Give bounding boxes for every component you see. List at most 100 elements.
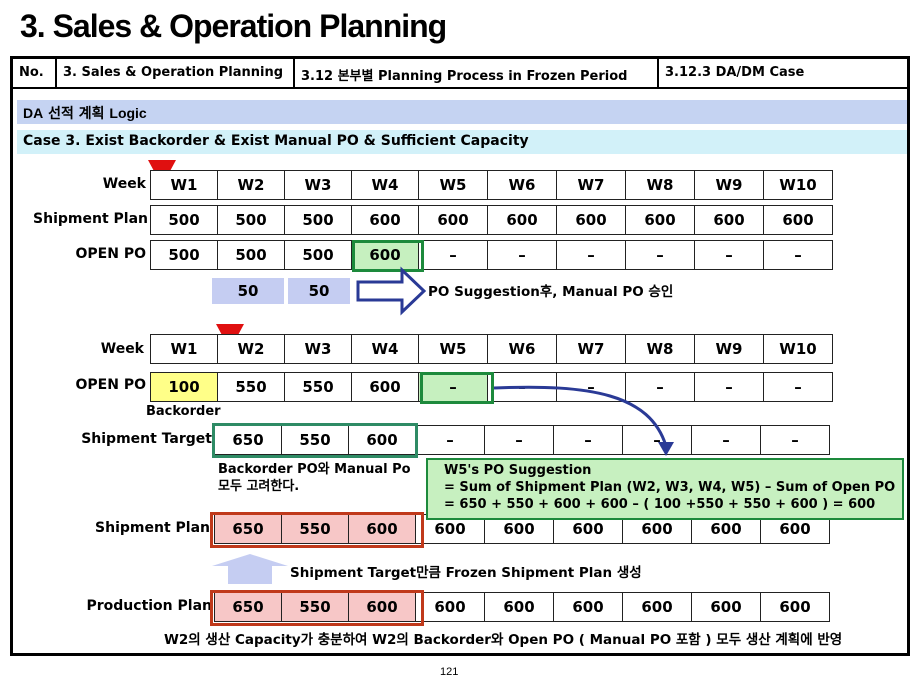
target-note-line2: 모두 고려한다. bbox=[218, 479, 300, 494]
logic-heading-prefix: DA bbox=[23, 105, 44, 121]
table-cell: W7 bbox=[556, 170, 626, 200]
table-cell: 600 bbox=[415, 592, 485, 622]
table-cell: W8 bbox=[625, 170, 695, 200]
table-cell: 600 bbox=[348, 514, 416, 544]
curved-arrow-icon bbox=[493, 385, 674, 456]
table-cell: 550 bbox=[284, 372, 352, 402]
table-cell: – bbox=[694, 372, 764, 402]
frozen-production-highlight bbox=[210, 590, 424, 626]
table-cell: – bbox=[625, 372, 695, 402]
table-cell: W9 bbox=[694, 334, 764, 364]
table-cell: – bbox=[625, 240, 695, 270]
week-label: Week bbox=[100, 341, 144, 357]
table-cell: 500 bbox=[150, 205, 218, 235]
table-cell: W8 bbox=[625, 334, 695, 364]
table-cell: – bbox=[418, 240, 488, 270]
frozen-shipment-highlight bbox=[210, 512, 424, 548]
production-plan-label: Production Plan bbox=[86, 598, 213, 614]
table-cell: 600 bbox=[351, 372, 419, 402]
table-cell: W2 bbox=[217, 334, 285, 364]
table-cell: W3 bbox=[284, 170, 352, 200]
logic-heading: DA 선적 계획 Logic bbox=[17, 100, 907, 124]
table-cell: 600 bbox=[622, 592, 692, 622]
table-cell: 600 bbox=[556, 205, 626, 235]
table-cell: 100 bbox=[150, 372, 218, 402]
table-cell: – bbox=[760, 425, 830, 455]
table-cell: 600 bbox=[351, 205, 419, 235]
table-cell: 600 bbox=[625, 205, 695, 235]
table-cell: – bbox=[553, 425, 623, 455]
table-cell: W3 bbox=[284, 334, 352, 364]
suggestion-title: W5's PO Suggestion bbox=[444, 463, 592, 478]
target-note-line1: Backorder PO와 Manual Po bbox=[218, 462, 411, 477]
table-cell: 600 bbox=[348, 592, 416, 622]
shipment-plan-label: Shipment Plan bbox=[33, 211, 148, 227]
backorder-label: Backorder bbox=[146, 404, 221, 419]
table-cell: – bbox=[763, 372, 833, 402]
frozen-note: Shipment Target만큼 Frozen Shipment Plan 생… bbox=[290, 565, 642, 581]
table-cell: 600 bbox=[553, 592, 623, 622]
table-cell: – bbox=[487, 240, 557, 270]
case-heading: Case 3. Exist Backorder & Exist Manual P… bbox=[17, 130, 907, 154]
table-cell: 600 bbox=[418, 205, 488, 235]
table-cell: 500 bbox=[284, 205, 352, 235]
w5-po-highlight bbox=[420, 372, 494, 404]
page-number: 121 bbox=[440, 666, 459, 678]
table-cell: W10 bbox=[763, 334, 833, 364]
table-cell: 550 bbox=[281, 592, 349, 622]
shipment-target-label: Shipment Target bbox=[81, 431, 212, 447]
nav-case: 3.12.3 DA/DM Case bbox=[665, 65, 805, 80]
nav-subsection: 3.12 본부별 Planning Process in Frozen Peri… bbox=[295, 59, 659, 89]
table-cell: – bbox=[691, 425, 761, 455]
table-cell: 600 bbox=[487, 205, 557, 235]
table-cell: – bbox=[415, 425, 485, 455]
table-cell: 600 bbox=[691, 592, 761, 622]
target-highlight bbox=[212, 423, 418, 458]
table-cell: W1 bbox=[150, 334, 218, 364]
table-cell: W4 bbox=[351, 170, 419, 200]
diff-w2: 50 bbox=[212, 278, 284, 304]
table-cell: 550 bbox=[217, 372, 285, 402]
table-cell: – bbox=[763, 240, 833, 270]
open-po-label: OPEN PO bbox=[75, 377, 146, 393]
table-cell: 600 bbox=[694, 205, 764, 235]
table-cell: W5 bbox=[418, 334, 488, 364]
logic-heading-text: 선적 계획 bbox=[43, 106, 110, 122]
suggestion-formula: = Sum of Shipment Plan (W2, W3, W4, W5) … bbox=[444, 480, 896, 495]
table-cell: W4 bbox=[351, 334, 419, 364]
footer-note: W2의 생산 Capacity가 충분하여 W2의 Backorder와 Ope… bbox=[164, 632, 843, 648]
nav-section: 3. Sales & Operation Planning bbox=[57, 59, 295, 89]
suggestion-result: = 650 + 550 + 600 + 600 – ( 100 +550 + 5… bbox=[444, 497, 876, 512]
table-cell: 500 bbox=[217, 205, 285, 235]
table-cell: W7 bbox=[556, 334, 626, 364]
table-cell: – bbox=[556, 240, 626, 270]
shipment-plan-label: Shipment Plan bbox=[95, 520, 210, 536]
po-suggestion-box: W5's PO Suggestion = Sum of Shipment Pla… bbox=[426, 458, 904, 520]
week-label: Week bbox=[102, 176, 146, 192]
table-cell: – bbox=[694, 240, 764, 270]
breadcrumb: No. 3. Sales & Operation Planning 3.12 본… bbox=[13, 59, 907, 89]
table-cell: – bbox=[418, 372, 488, 402]
table-cell: W9 bbox=[694, 170, 764, 200]
table-cell: 500 bbox=[150, 240, 218, 270]
arrow-up-icon bbox=[212, 554, 288, 584]
table-cell: W5 bbox=[418, 170, 488, 200]
table-cell: 600 bbox=[763, 205, 833, 235]
table-cell: 500 bbox=[284, 240, 352, 270]
page-title: 3. Sales & Operation Planning bbox=[20, 8, 447, 44]
logic-heading-suffix: Logic bbox=[109, 105, 147, 121]
table-cell: W2 bbox=[217, 170, 285, 200]
table-cell: W10 bbox=[763, 170, 833, 200]
table-cell: 600 bbox=[760, 592, 830, 622]
open-po-label: OPEN PO bbox=[75, 246, 146, 262]
table-cell: 600 bbox=[348, 425, 416, 455]
table-cell: 600 bbox=[484, 592, 554, 622]
table-cell: W6 bbox=[487, 170, 557, 200]
diff-w3: 50 bbox=[288, 278, 350, 304]
